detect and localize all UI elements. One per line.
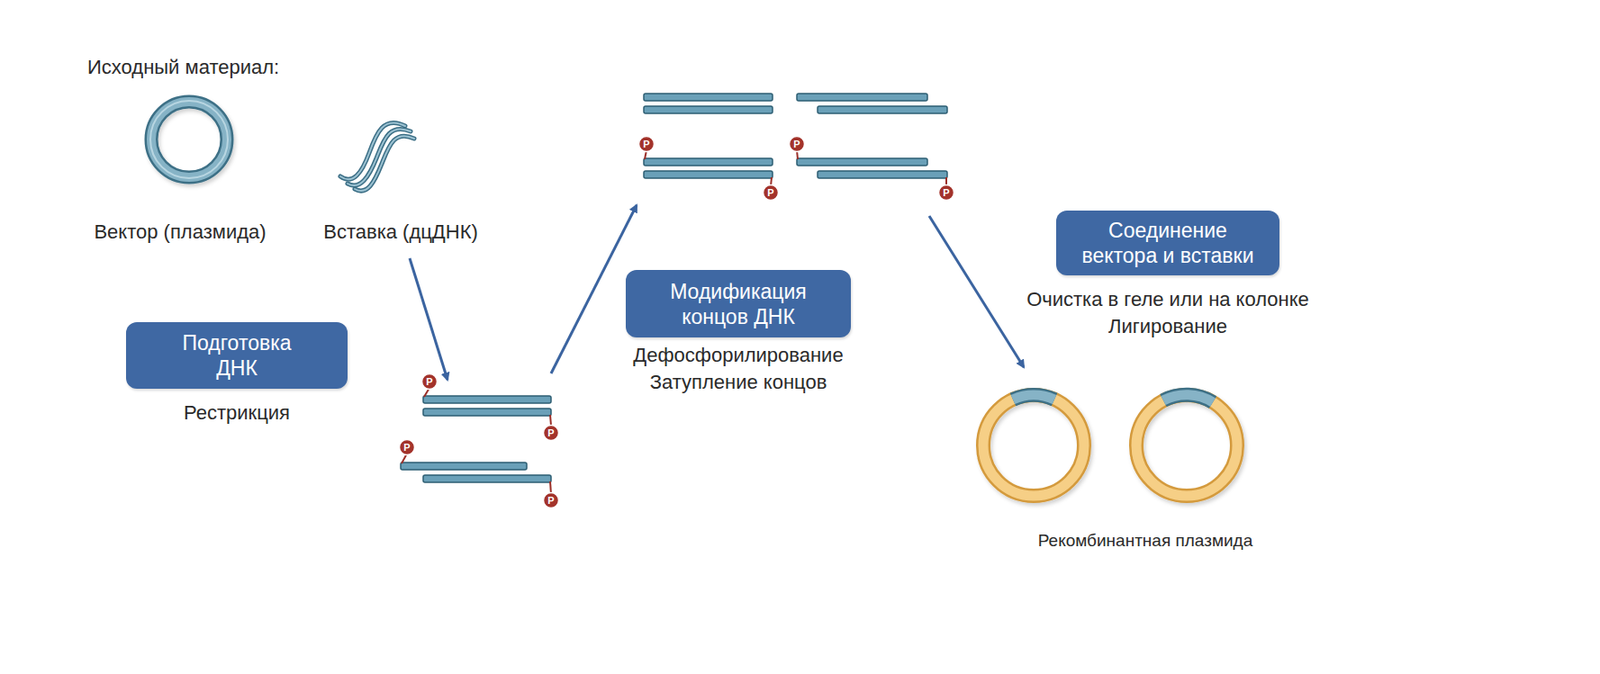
phosphate-label: P [939, 185, 954, 200]
phosphate-label: P [789, 136, 805, 152]
process-box: Соединение вектора и вставкиОчистка в ге… [1056, 210, 1280, 276]
caption-label: Исходный материал: [87, 55, 280, 80]
phosphate-label: P [422, 374, 437, 389]
phosphate-stub [401, 150, 947, 495]
step-detail: Затупление концов [490, 370, 986, 395]
step-title: Соединение вектора и вставки [1073, 217, 1263, 269]
process-box: Подготовка ДНКРестрикция [126, 322, 348, 389]
phosphate-label: P [543, 493, 559, 508]
plasmid-ring [150, 100, 228, 179]
step-detail: Рестрикция [0, 401, 483, 425]
caption-label: Вставка (дцДНК) [130, 220, 671, 245]
process-box: Модификация концов ДНКДефосфорилирование… [625, 270, 851, 338]
phosphate-label: P [399, 440, 415, 455]
dsdna-insert [340, 122, 415, 191]
step-detail: Дефосфорилирование [490, 343, 986, 368]
step-title: Модификация концов ДНК [652, 279, 824, 330]
step-title: Подготовка ДНК [169, 330, 305, 381]
dna-fragments [643, 93, 948, 179]
recombinant-plasmid [983, 395, 1238, 497]
phosphate-label: P [763, 185, 778, 200]
phosphate-label: P [639, 136, 654, 152]
step-detail: Очистка в геле или на колонке [921, 288, 1415, 312]
phosphate-label: P [543, 425, 559, 441]
caption-label: Рекомбинантная плазмида [875, 531, 1416, 552]
step-detail: Лигирование [921, 315, 1415, 339]
process-arrow [409, 205, 1024, 380]
dna-fragments [400, 396, 552, 483]
phosphate-marker [399, 136, 955, 509]
